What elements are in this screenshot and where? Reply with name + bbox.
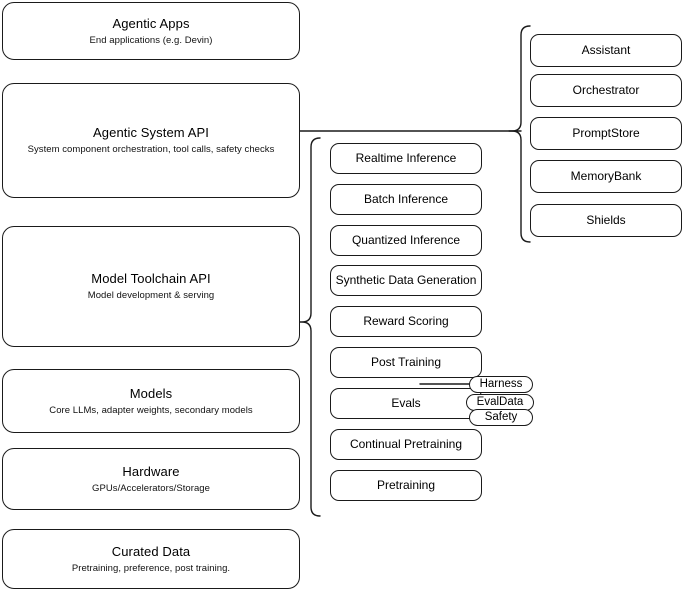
- toolchain-item-evals[interactable]: Evals: [330, 388, 482, 419]
- system-api-item-shields[interactable]: Shields: [530, 204, 682, 237]
- eval-subitem-harness[interactable]: Harness: [469, 376, 533, 393]
- eval-subitem-safety[interactable]: Safety: [469, 409, 533, 426]
- toolchain-item-label: Synthetic Data Generation: [335, 273, 477, 287]
- toolchain-item-label: Reward Scoring: [363, 314, 449, 328]
- toolchain-item-label: Batch Inference: [363, 192, 449, 206]
- toolchain-item-post-training[interactable]: Post Training: [330, 347, 482, 378]
- stack-layer-subtitle: Pretraining, preference, post training.: [71, 562, 231, 574]
- stack-layer-title: Hardware: [122, 463, 180, 479]
- toolchain-item-quantized-inference[interactable]: Quantized Inference: [330, 225, 482, 256]
- toolchain-item-label: Continual Pretraining: [349, 437, 463, 451]
- toolchain-item-synthetic-data-generation[interactable]: Synthetic Data Generation: [330, 265, 482, 296]
- system-api-item-label: Shields: [586, 213, 626, 227]
- stack-layer-title: Model Toolchain API: [91, 271, 211, 286]
- eval-subitem-evaldata[interactable]: EvalData: [466, 394, 534, 411]
- stack-layer-agentic-system-api[interactable]: Agentic System API System component orche…: [2, 83, 300, 198]
- toolchain-item-label: Post Training: [370, 355, 442, 369]
- system-api-item-label: PromptStore: [572, 126, 640, 140]
- left-brace-toolchain: [298, 137, 321, 517]
- toolchain-item-realtime-inference[interactable]: Realtime Inference: [330, 143, 482, 174]
- stack-layer-model-toolchain-api[interactable]: Model Toolchain API Model development & s…: [2, 226, 300, 347]
- left-brace-system-api: [508, 25, 531, 243]
- toolchain-item-label: Realtime Inference: [355, 151, 457, 165]
- stack-layer-subtitle: End applications (e.g. Devin): [89, 34, 213, 46]
- system-api-item-label: MemoryBank: [570, 169, 642, 183]
- toolchain-item-batch-inference[interactable]: Batch Inference: [330, 184, 482, 215]
- system-api-item-label: Orchestrator: [572, 83, 640, 97]
- system-api-item-label: Assistant: [581, 43, 631, 57]
- toolchain-item-reward-scoring[interactable]: Reward Scoring: [330, 306, 482, 337]
- toolchain-item-label: Quantized Inference: [351, 233, 461, 247]
- system-api-item-assistant[interactable]: Assistant: [530, 34, 682, 67]
- stack-layer-subtitle: Model development & serving: [87, 290, 215, 301]
- toolchain-item-label: Evals: [391, 396, 421, 410]
- stack-layer-subtitle: Core LLMs, adapter weights, secondary mo…: [49, 404, 253, 416]
- system-api-item-promptstore[interactable]: PromptStore: [530, 117, 682, 150]
- system-api-item-orchestrator[interactable]: Orchestrator: [530, 74, 682, 107]
- stack-layer-subtitle: System component orchestration, tool cal…: [27, 144, 275, 155]
- stack-layer-title: Agentic Apps: [112, 15, 190, 31]
- stack-layer-subtitle: GPUs/Accelerators/Storage: [92, 482, 210, 494]
- stack-layer-title: Agentic System API: [93, 125, 209, 140]
- system-api-item-memorybank[interactable]: MemoryBank: [530, 160, 682, 193]
- toolchain-item-label: Pretraining: [376, 478, 436, 492]
- stack-layer-title: Curated Data: [111, 543, 191, 559]
- toolchain-item-continual-pretraining[interactable]: Continual Pretraining: [330, 429, 482, 460]
- stack-layer-title: Models: [129, 385, 173, 401]
- toolchain-item-pretraining[interactable]: Pretraining: [330, 470, 482, 501]
